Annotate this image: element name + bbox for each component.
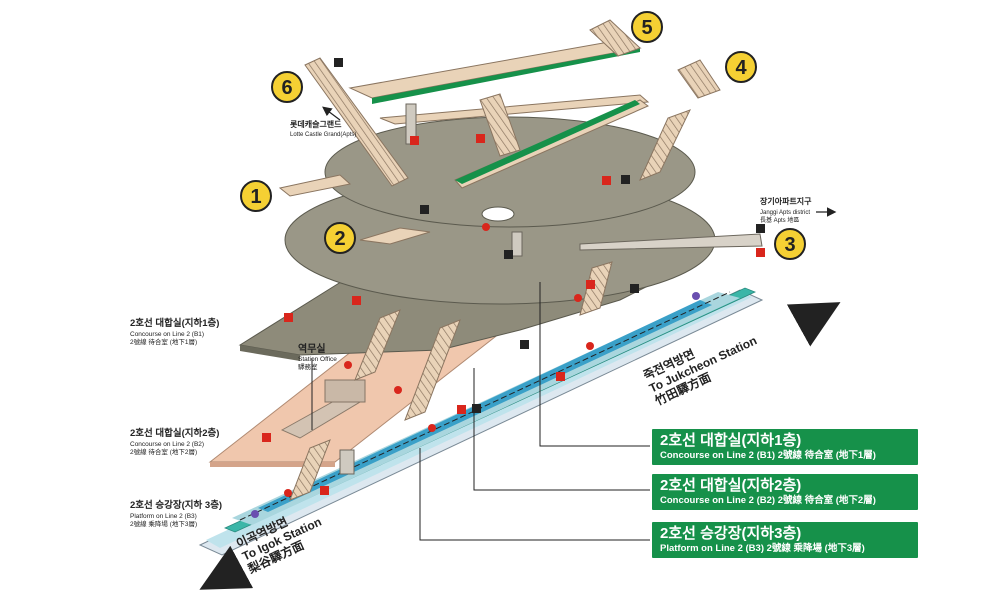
exit-badge-number: 3 <box>784 234 795 256</box>
exit-sign <box>284 313 293 322</box>
exit-badge-number: 6 <box>281 77 292 99</box>
elevator-icon <box>520 340 529 349</box>
surface-walkways <box>278 39 763 475</box>
level-label-b2: 2호선 대합실(지하2층) Concourse on Line 2 (B2) 2… <box>130 427 219 456</box>
station-office-zh: 驛務室 <box>298 362 318 371</box>
exit-badge-circle <box>271 71 303 103</box>
runner-icon <box>574 294 582 302</box>
toilet-icon <box>621 175 630 184</box>
exit-sign <box>352 296 361 305</box>
arrow-to-jukcheon <box>786 302 841 347</box>
elevator-icon <box>472 404 481 413</box>
stairs <box>289 19 721 501</box>
elevator-icon <box>420 205 429 214</box>
legend-b1-title: 2호선 대합실(지하1층) <box>660 432 802 449</box>
elevator-icon <box>334 58 343 67</box>
exit6-dest-ko: 롯데캐슬그랜드 <box>290 119 342 129</box>
level-label-b1: 2호선 대합실(지하1층) Concourse on Line 2 (B1) 2… <box>130 317 219 346</box>
level-b3-en: Platform on Line 2 (B3) <box>130 513 197 520</box>
facility-markers <box>251 58 765 518</box>
exit6-destination: 롯데캐슬그랜드 Lotte Castle Grand(Apts) <box>290 119 356 138</box>
level-b3-zh: 2號線 乘降場 (地下3層) <box>130 519 197 528</box>
level-b1-ko: 2호선 대합실(지하1층) <box>130 317 219 329</box>
level-b2-en: Concourse on Line 2 (B2) <box>130 441 204 448</box>
exit-sign <box>556 372 565 381</box>
exit-sign <box>410 136 419 145</box>
exit-badge-circle <box>324 222 356 254</box>
exit-badge-number: 5 <box>641 17 652 39</box>
person-icon <box>251 510 259 518</box>
level-b2-zh: 2號線 待合室 (地下2層) <box>130 447 197 456</box>
legend-b2-title: 2호선 대합실(지하2층) <box>660 477 802 494</box>
station-office-label: 역무실 Station Office 驛務室 <box>298 342 337 371</box>
exit3-destination: 장기아파트지구 Janggi Apts district 長基 Apts 地區 <box>760 196 812 224</box>
toilet-icon <box>630 284 639 293</box>
legend-b2: 2호선 대합실(지하2층) Concourse on Line 2 (B2) 2… <box>652 474 918 510</box>
exit-4-badge: 4 <box>725 51 757 83</box>
exit6-dest-en: Lotte Castle Grand(Apts) <box>290 132 356 138</box>
exit-badge-number: 1 <box>250 186 261 208</box>
arrow-to-igok <box>199 545 254 590</box>
person-icon <box>692 292 700 300</box>
exit-3-badge: 3 <box>774 228 806 260</box>
exit-sign <box>476 134 485 143</box>
exit-6-badge: 6 <box>271 71 303 103</box>
exit-sign <box>756 248 765 257</box>
legend-b3: 2호선 승강장(지하3층) Platform on Line 2 (B3) 2號… <box>652 522 918 558</box>
exit-1-badge: 1 <box>240 180 272 212</box>
legend-b2-sub: Concourse on Line 2 (B2) 2號線 待合室 (地下2層) <box>660 495 876 506</box>
level-b1-en: Concourse on Line 2 (B1) <box>130 331 204 338</box>
exit-sign <box>586 280 595 289</box>
legend-b3-title: 2호선 승강장(지하3층) <box>660 525 802 542</box>
exit-badge-circle <box>240 180 272 212</box>
exit-5-badge: 5 <box>631 11 663 43</box>
exit-sign <box>457 405 466 414</box>
exit-badges: 1 2 3 4 5 6 <box>240 11 806 260</box>
exit3-dest-en: Janggi Apts district <box>760 210 810 216</box>
exit-badge-number: 2 <box>334 228 345 250</box>
level-b2-ko: 2호선 대합실(지하2층) <box>130 427 219 439</box>
station-office-ko: 역무실 <box>298 342 326 355</box>
station-office-en: Station Office <box>298 356 337 363</box>
runner-icon <box>344 361 352 369</box>
legend-b1: 2호선 대합실(지하1층) Concourse on Line 2 (B1) 2… <box>652 429 918 465</box>
exit-sign <box>602 176 611 185</box>
exit3-dest-zh: 長基 Apts 地區 <box>760 216 799 224</box>
runner-icon <box>482 223 490 231</box>
elevator-icon <box>504 250 513 259</box>
legend-b1-sub: Concourse on Line 2 (B1) 2號線 待合室 (地下1層) <box>660 450 876 461</box>
runner-icon <box>394 386 402 394</box>
platform-b3 <box>198 287 764 556</box>
runner-icon <box>586 342 594 350</box>
level-b3-ko: 2호선 승강장(지하 3층) <box>130 499 222 511</box>
exit-2-badge: 2 <box>324 222 356 254</box>
level-b1-zh: 2號線 待合室 (地下1層) <box>130 337 197 346</box>
elevator-icon <box>756 224 765 233</box>
direction-arrows <box>199 106 841 590</box>
level-label-b3: 2호선 승강장(지하 3층) Platform on Line 2 (B3) 2… <box>130 499 222 528</box>
exit-badge-circle <box>774 228 806 260</box>
runner-icon <box>428 424 436 432</box>
exit-sign <box>320 486 329 495</box>
runner-icon <box>284 489 292 497</box>
exit-sign <box>262 433 271 442</box>
leader-lines <box>311 282 650 541</box>
exit-badge-circle <box>725 51 757 83</box>
exit-badge-circle <box>631 11 663 43</box>
arrow-exit6 <box>322 106 341 121</box>
exit-badge-number: 4 <box>735 57 747 79</box>
exit3-dest-ko: 장기아파트지구 <box>760 196 812 206</box>
legend-b3-sub: Platform on Line 2 (B3) 2號線 乘降場 (地下3層) <box>660 543 865 554</box>
